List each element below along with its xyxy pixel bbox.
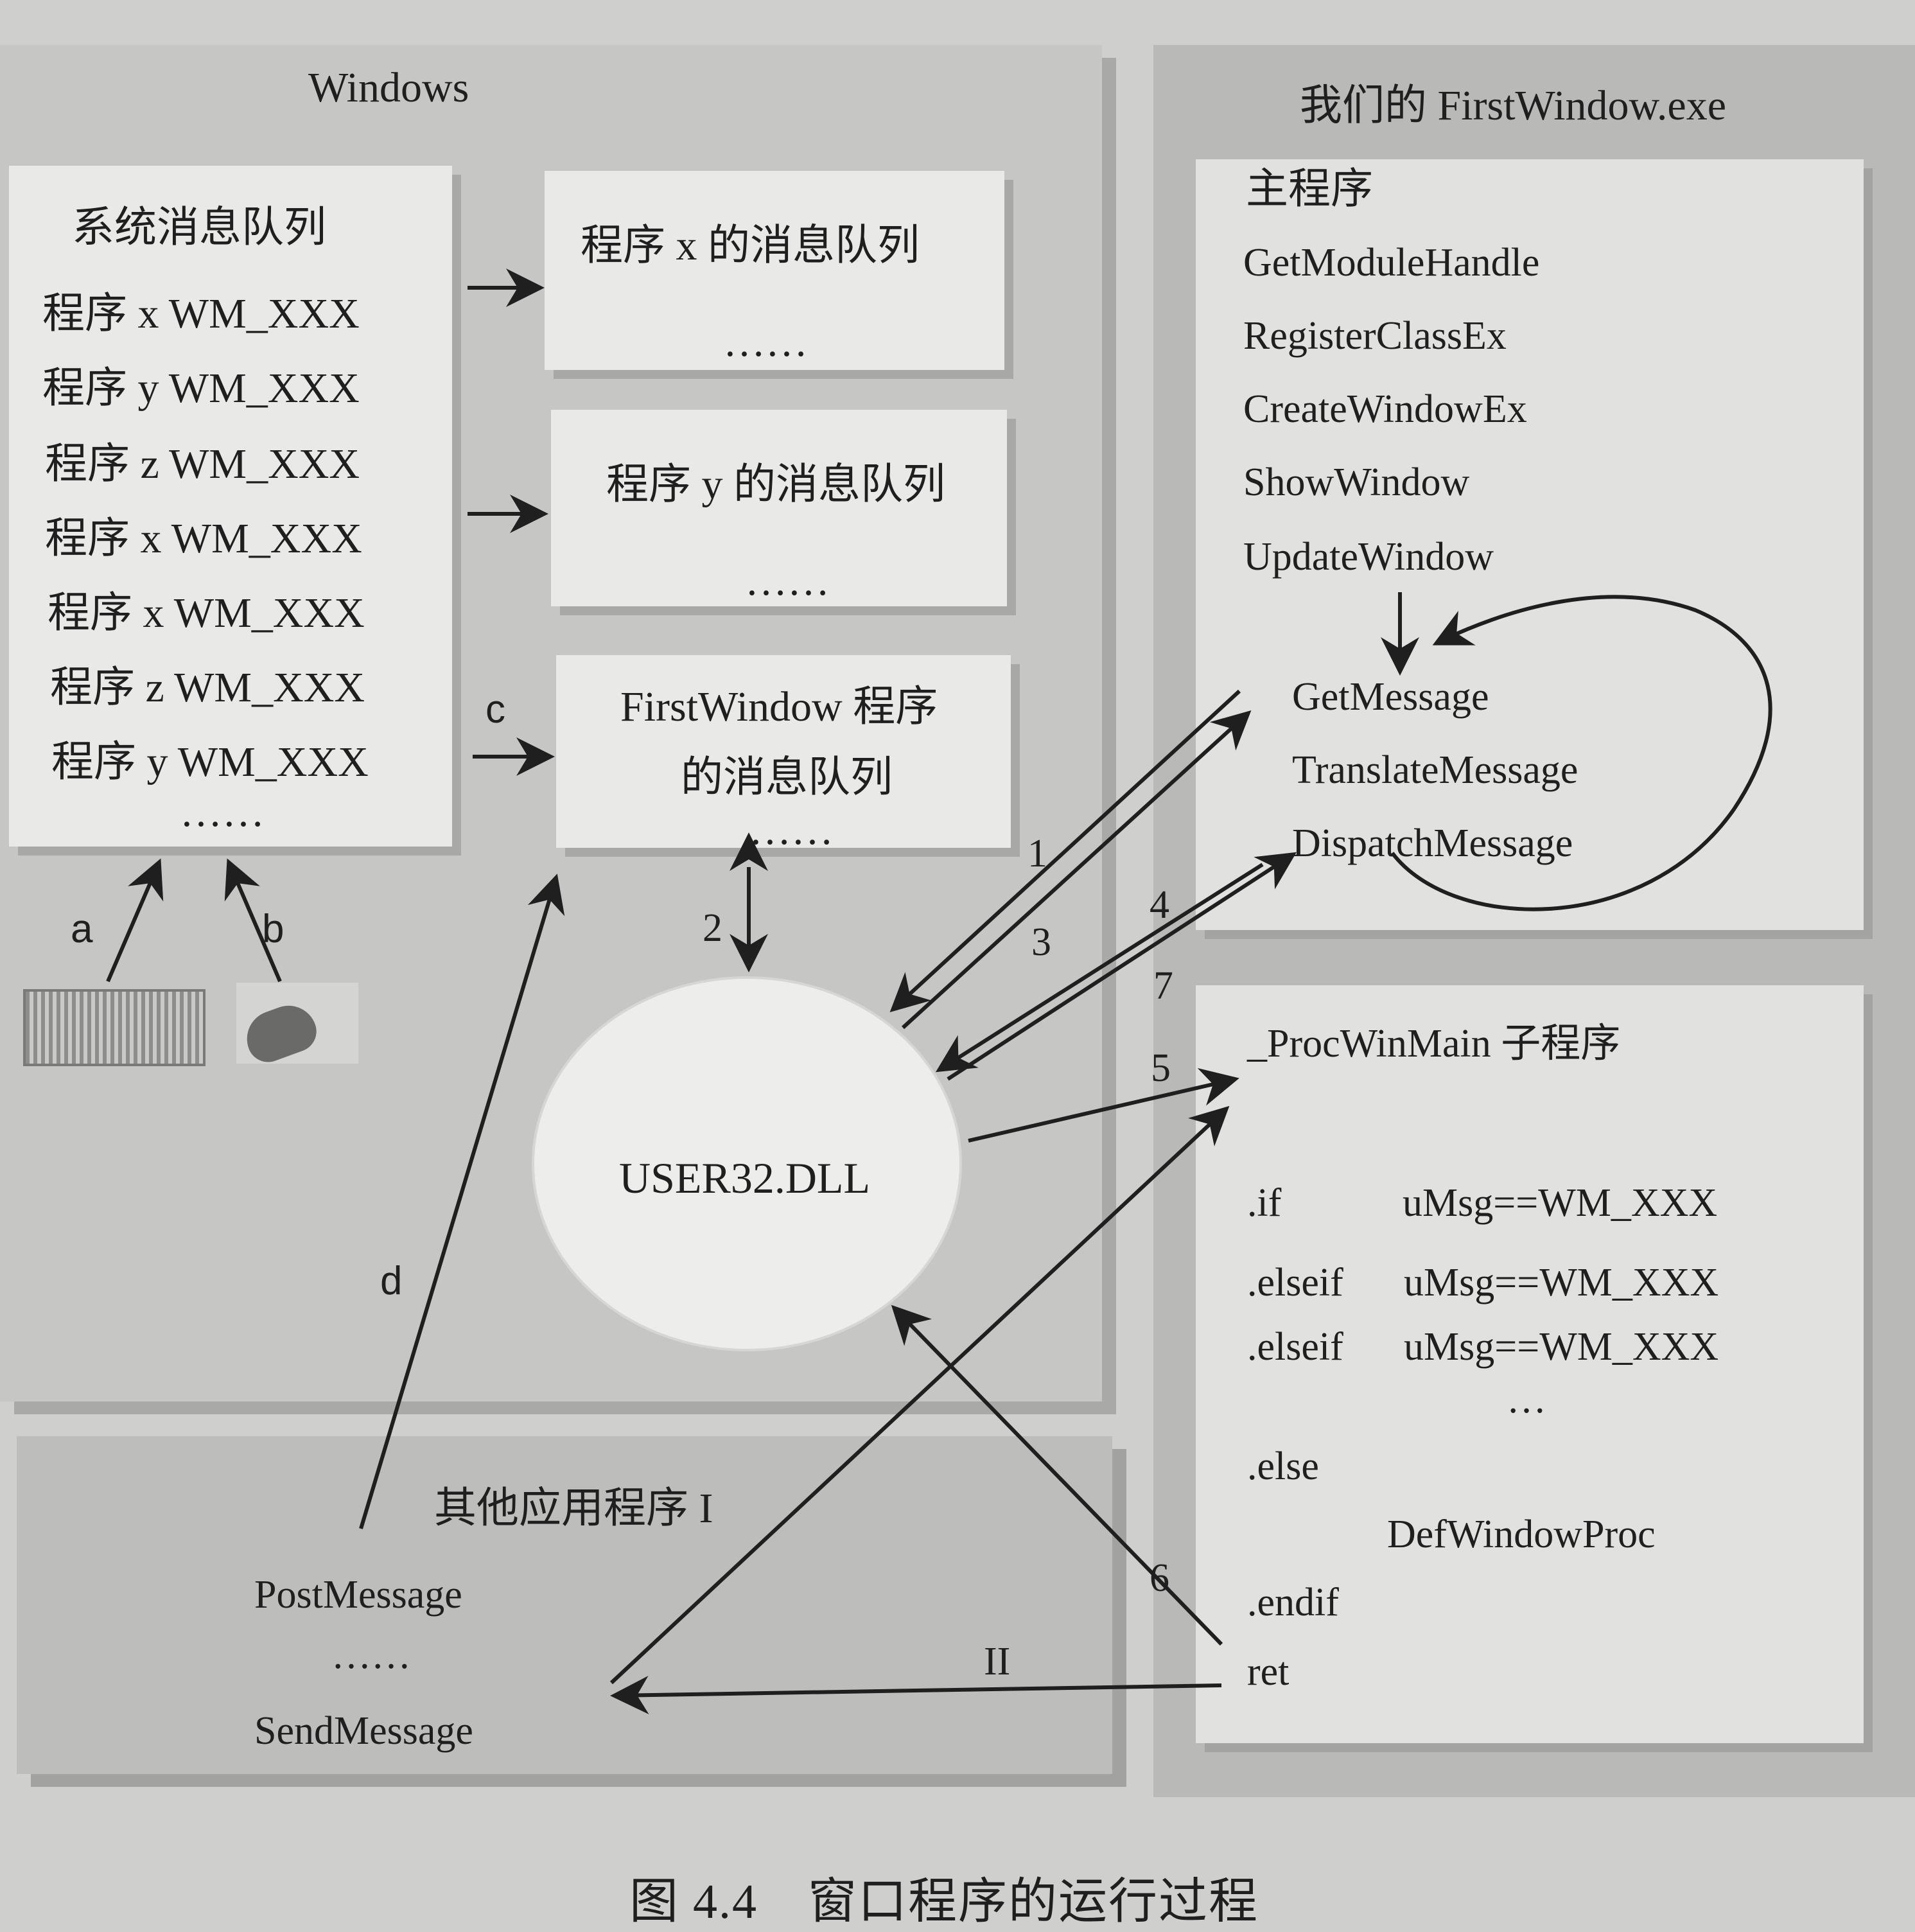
system-queue-item: 程序 z WM_XXX: [50, 664, 365, 711]
label-7: 7: [1153, 964, 1173, 1008]
proc-if-cond: uMsg==WM_XXX: [1403, 1181, 1718, 1225]
other-app-ellipsis: ……: [331, 1633, 411, 1677]
system-queue-item: 程序 y WM_XXX: [42, 365, 360, 412]
label-3: 3: [1031, 920, 1051, 964]
queue-x-ellipsis: ……: [723, 319, 808, 365]
send-message-label: SendMessage: [254, 1709, 473, 1753]
arrow-5: [968, 1067, 1239, 1143]
main-call-item: CreateWindowEx: [1243, 387, 1527, 431]
proc-else: .else: [1247, 1445, 1319, 1488]
label-II: II: [984, 1640, 1011, 1683]
arrow-b: [224, 858, 282, 983]
other-app-title: 其他应用程序 I: [434, 1485, 713, 1532]
arrow-d: [359, 874, 565, 1529]
arrow-3: [901, 710, 1252, 1030]
label-d: d: [380, 1259, 403, 1303]
queue-fw-title: FirstWindow 程序: [620, 683, 938, 730]
keyboard-icon: [23, 989, 205, 1066]
queue-x-title: 程序 x 的消息队列: [581, 222, 920, 269]
label-a: a: [71, 907, 93, 951]
proc-elseif-cond: uMsg==WM_XXX: [1404, 1261, 1719, 1304]
system-queue-ellipsis: ……: [180, 789, 265, 836]
main-program-box: [1196, 159, 1864, 930]
queue-y-box: [551, 410, 1007, 606]
proc-defwindowproc: DefWindowProc: [1387, 1513, 1656, 1556]
proc-endif: .endif: [1247, 1581, 1339, 1624]
proc-box: [1196, 985, 1864, 1743]
label-b: b: [262, 907, 284, 951]
label-5: 5: [1151, 1046, 1171, 1090]
queue-y-title: 程序 y 的消息队列: [606, 461, 945, 508]
system-queue-title: 系统消息队列: [72, 204, 326, 251]
main-call-item: UpdateWindow: [1243, 535, 1494, 579]
other-app-panel: [17, 1436, 1112, 1774]
system-queue-item: 程序 y WM_XXX: [51, 739, 369, 786]
proc-ret: ret: [1247, 1650, 1290, 1694]
main-call-item: RegisterClassEx: [1243, 314, 1507, 358]
proc-elseif: .elseif: [1247, 1325, 1343, 1369]
arrow-send-to-proc: [609, 1105, 1230, 1685]
user32-dll-node: [532, 976, 962, 1351]
figure-caption: 图 4.4 窗口程序的运行过程: [629, 1875, 1259, 1929]
proc-elseif: .elseif: [1247, 1261, 1343, 1304]
proc-ellipsis: …: [1507, 1378, 1546, 1421]
arrow-II: [610, 1676, 1222, 1715]
loop-item: GetMessage: [1292, 675, 1489, 719]
system-queue-item: 程序 x WM_XXX: [42, 290, 360, 337]
queue-fw-box: [556, 655, 1011, 848]
windows-title: Windows: [308, 64, 469, 111]
arrow-1: [889, 689, 1241, 1013]
post-message-label: PostMessage: [254, 1573, 462, 1617]
message-loop-curve: [1390, 595, 1772, 911]
label-2: 2: [703, 906, 722, 950]
proc-if: .if: [1247, 1181, 1282, 1225]
system-queue-box: [9, 166, 452, 847]
label-4: 4: [1150, 883, 1169, 927]
queue-fw-title-line2: 的消息队列: [681, 754, 893, 801]
queue-y-ellipsis: ……: [745, 558, 830, 604]
loop-item: DispatchMessage: [1292, 821, 1573, 865]
arrow-6: [891, 1304, 1223, 1646]
proc-title: _ProcWinMain 子程序: [1247, 1022, 1621, 1066]
arrow-a: [106, 858, 164, 983]
system-queue-item: 程序 x WM_XXX: [45, 515, 362, 562]
firstwindow-title: 我们的 FirstWindow.exe: [1300, 82, 1726, 129]
main-call-item: GetModuleHandle: [1243, 241, 1540, 285]
system-queue-item: 程序 z WM_XXX: [45, 441, 360, 487]
main-call-item: ShowWindow: [1243, 461, 1470, 504]
label-c: c: [485, 687, 505, 732]
queue-x-box: [545, 171, 1004, 370]
main-program-title: 主程序: [1246, 166, 1373, 213]
loop-item: TranslateMessage: [1292, 748, 1578, 792]
arrow-7: [935, 863, 1264, 1073]
label-1: 1: [1027, 832, 1047, 875]
system-queue-item: 程序 x WM_XXX: [48, 590, 365, 637]
label-6: 6: [1150, 1556, 1169, 1600]
arrow-4: [947, 852, 1297, 1081]
mouse-icon: [236, 983, 358, 1068]
proc-elseif-cond: uMsg==WM_XXX: [1404, 1325, 1719, 1369]
user32-dll-label: USER32.DLL: [619, 1154, 870, 1202]
